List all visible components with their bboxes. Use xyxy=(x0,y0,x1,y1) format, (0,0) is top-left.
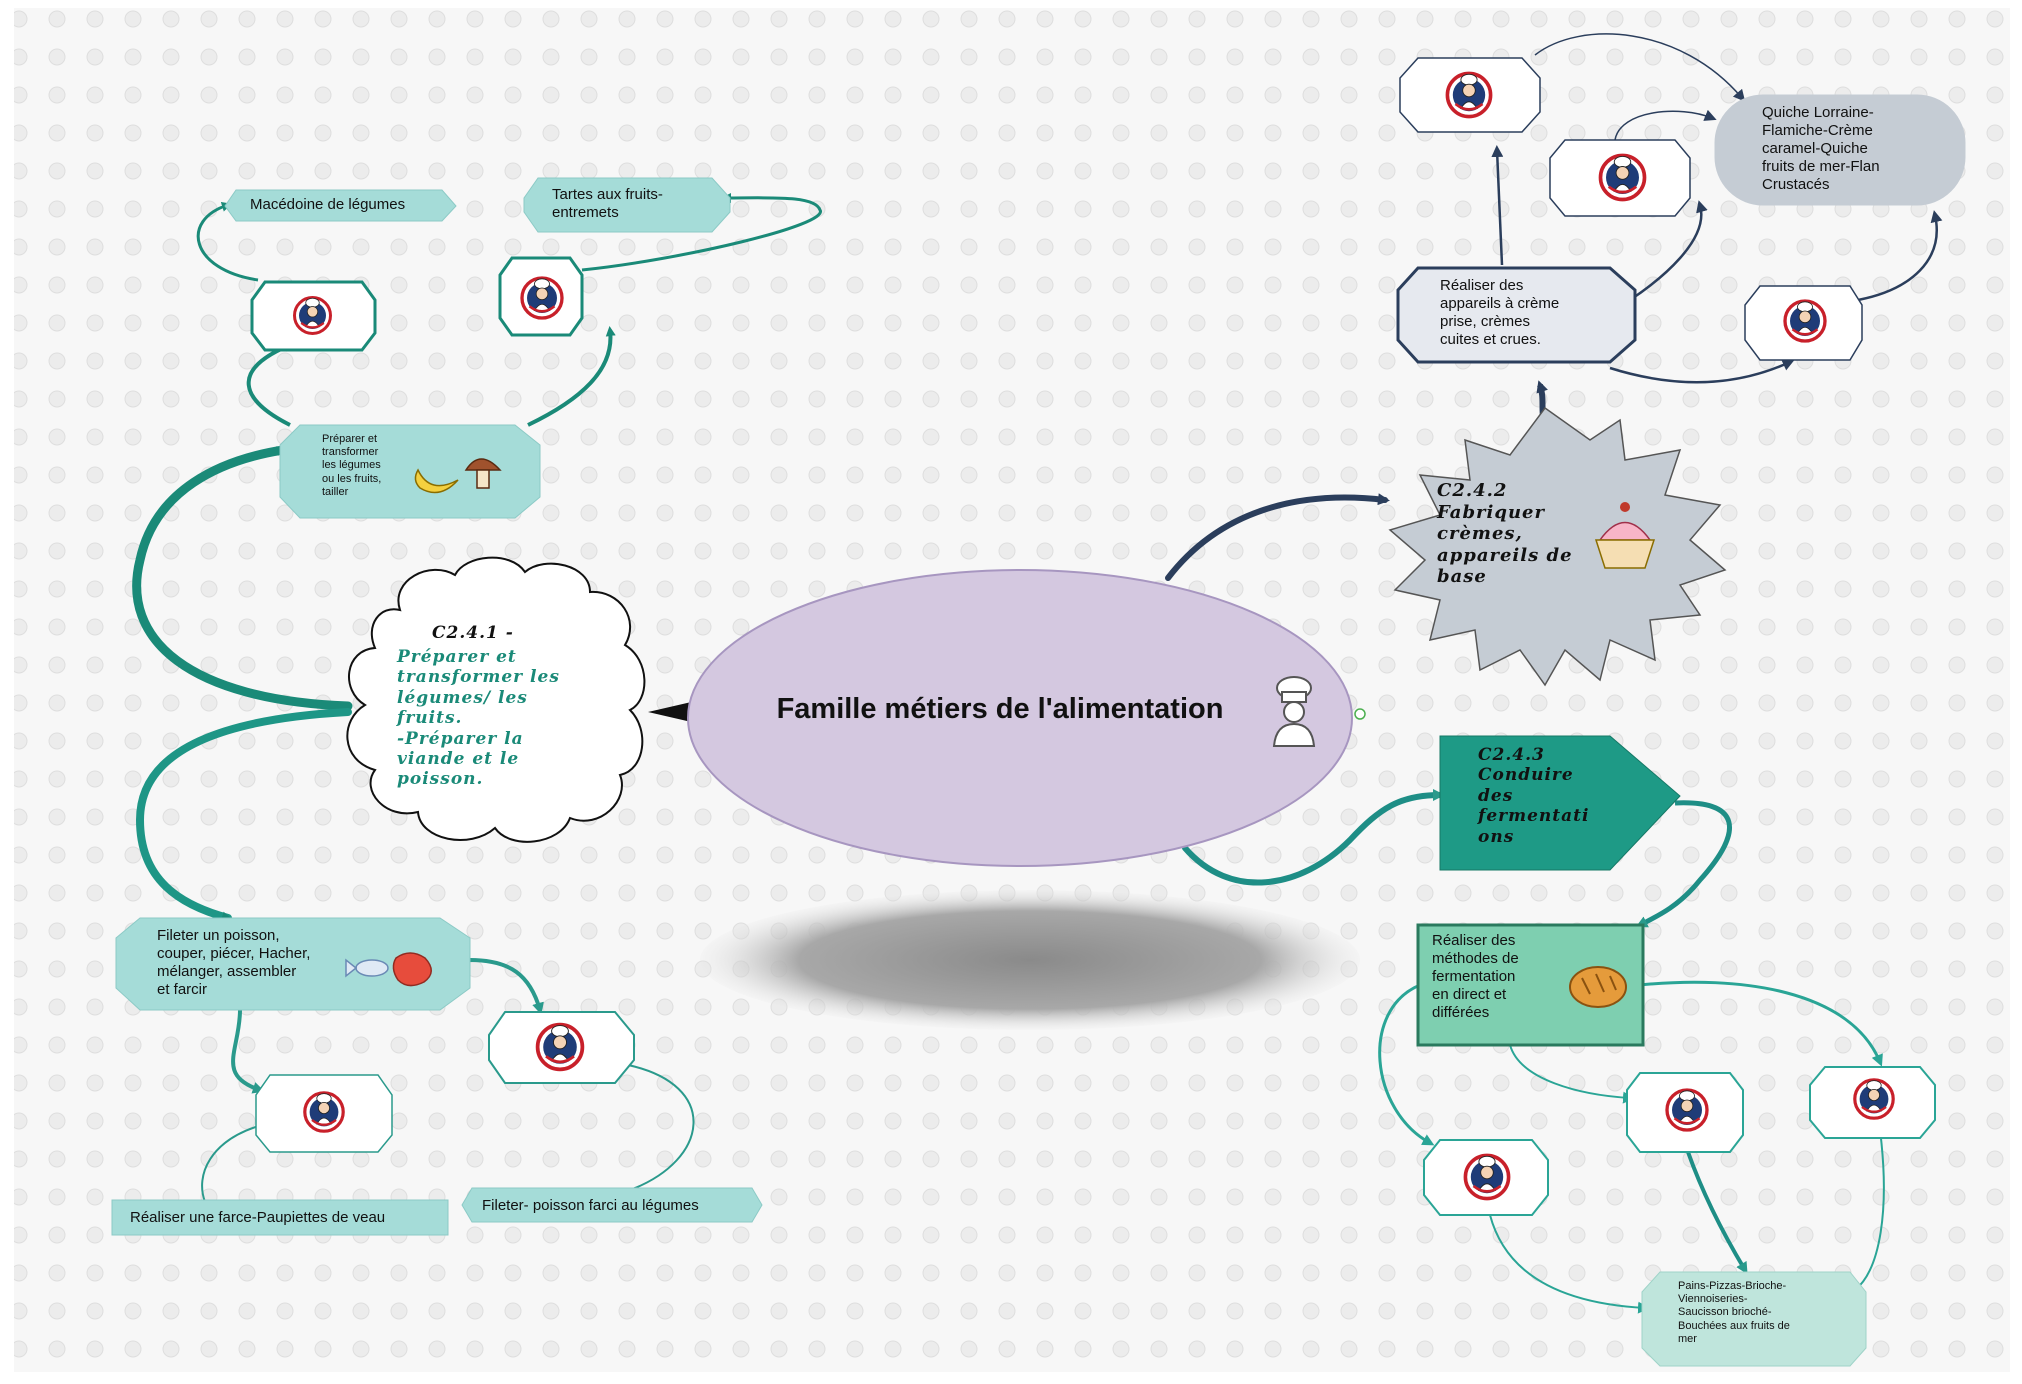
edge-chef8-to-pains xyxy=(1489,1214,1650,1314)
node-farce[interactable] xyxy=(111,1199,449,1236)
chef-node-5[interactable] xyxy=(1399,57,1541,133)
chef-illustration-icon xyxy=(1463,1153,1511,1201)
edge-chef9-to-pains xyxy=(1686,1151,1748,1275)
central-title: Famille métiers de l'alimentation xyxy=(776,693,1224,725)
edge-chef1-to-macedoine xyxy=(196,202,259,282)
chef-icon xyxy=(1272,676,1316,747)
c241-code: C2.4.1 - xyxy=(432,623,514,643)
chef-illustration-icon xyxy=(1853,1078,1895,1120)
edge-chef2-to-tartes xyxy=(581,192,822,272)
node-macedoine[interactable] xyxy=(224,189,457,222)
edge-prep-to-chef1 xyxy=(246,342,294,427)
edge-appareils-to-chef6 xyxy=(1629,200,1708,302)
bread-icon xyxy=(1569,966,1627,1008)
collapse-toggle[interactable] xyxy=(1354,708,1366,720)
farce-label: Réaliser une farce-Paupiettes de veau xyxy=(130,1209,386,1226)
chef-node-3[interactable] xyxy=(488,1011,635,1084)
fileter-label: Fileter un poisson, couper, piécer, Hach… xyxy=(157,927,311,998)
chef-node-2[interactable] xyxy=(498,256,584,337)
pains-label: Pains-Pizzas-Brioche- Viennoiseries- Sau… xyxy=(1678,1280,1790,1345)
chef-illustration-icon xyxy=(303,1091,345,1133)
c241-text: Préparer et transformer les légumes/ les… xyxy=(397,647,560,790)
central-node[interactable] xyxy=(687,569,1353,867)
branch-to-c243 xyxy=(1182,789,1445,886)
edge-chef6-to-quiche xyxy=(1614,109,1717,141)
cupcake-icon xyxy=(1594,502,1656,569)
node-tartes[interactable] xyxy=(523,177,731,233)
node-quiche[interactable] xyxy=(1714,94,1966,206)
chef-node-1[interactable] xyxy=(250,280,377,352)
chef-node-7[interactable] xyxy=(1744,285,1863,361)
chef-node-6[interactable] xyxy=(1549,139,1691,217)
edge-appareils-to-chef5 xyxy=(1491,145,1504,266)
c243-text: C2.4.3 Conduire des fermentati ons xyxy=(1478,745,1590,847)
edge-c243-to-fermentation xyxy=(1635,800,1732,928)
node-fileter[interactable] xyxy=(115,917,471,1011)
tartes-label: Tartes aux fruits- entremets xyxy=(552,186,663,221)
node-poisson-farci[interactable] xyxy=(461,1187,763,1223)
chef-node-10[interactable] xyxy=(1809,1066,1936,1139)
chef-illustration-icon xyxy=(1598,153,1647,202)
edge-fermentation-to-chef10 xyxy=(1639,980,1883,1067)
appareils-label: Réaliser des appareils à crème prise, cr… xyxy=(1440,277,1560,348)
quiche-label: Quiche Lorraine- Flamiche-Crème caramel-… xyxy=(1762,104,1880,193)
poisson-farci-label: Fileter- poisson farci au légumes xyxy=(482,1197,699,1214)
chef-illustration-icon xyxy=(1665,1088,1709,1132)
node-prepare-vegetables[interactable] xyxy=(279,424,541,519)
c241-cloud-node[interactable] xyxy=(346,556,646,843)
node-appareils[interactable] xyxy=(1396,266,1637,364)
chef-illustration-icon xyxy=(535,1022,585,1072)
chef-node-9[interactable] xyxy=(1626,1072,1744,1153)
chef-illustration-icon xyxy=(1783,299,1827,343)
fish-icon xyxy=(345,958,389,978)
meat-icon xyxy=(392,952,432,987)
c243-pentagon-node[interactable] xyxy=(1439,735,1681,871)
fermentation-label: Réaliser des méthodes de fermentation en… xyxy=(1432,932,1519,1021)
edge-chef5-to-quiche xyxy=(1534,33,1746,102)
edge-fileter-to-chef4 xyxy=(231,1009,265,1094)
banana-icon xyxy=(414,468,459,494)
edge-appareils-to-chef7 xyxy=(1609,359,1795,384)
prep-legumes-label: Préparer et transformer les légumes ou l… xyxy=(322,433,382,498)
central-shadow xyxy=(700,890,1360,1030)
chef-node-8[interactable] xyxy=(1423,1139,1549,1216)
edge-fermentation-to-chef8 xyxy=(1378,983,1435,1146)
macedoine-label: Macédoine de légumes xyxy=(250,196,406,213)
c242-text: C2.4.2 Fabriquer crèmes, appareils de ba… xyxy=(1437,480,1573,588)
edge-chef7-to-quiche xyxy=(1857,210,1943,302)
chef-node-4[interactable] xyxy=(255,1074,393,1153)
chef-illustration-icon xyxy=(520,276,564,320)
chef-illustration-icon xyxy=(293,296,332,335)
branch-to-prepare-vegetables xyxy=(132,445,353,711)
branch-to-c242 xyxy=(1165,493,1390,581)
c242-starburst-node[interactable] xyxy=(1388,406,1727,687)
edge-prep-to-chef2 xyxy=(527,326,616,427)
mushroom-icon xyxy=(464,458,502,489)
edge-fermentation-to-chef9 xyxy=(1509,1044,1635,1104)
edge-chef4-to-farce xyxy=(201,1124,263,1203)
edge-fileter-to-chef3 xyxy=(469,958,544,1015)
branch-to-fillet-fish xyxy=(135,708,352,922)
chef-illustration-icon xyxy=(1445,71,1493,119)
node-pains[interactable] xyxy=(1641,1271,1867,1367)
edge-chef10-to-pains xyxy=(1851,1129,1885,1294)
